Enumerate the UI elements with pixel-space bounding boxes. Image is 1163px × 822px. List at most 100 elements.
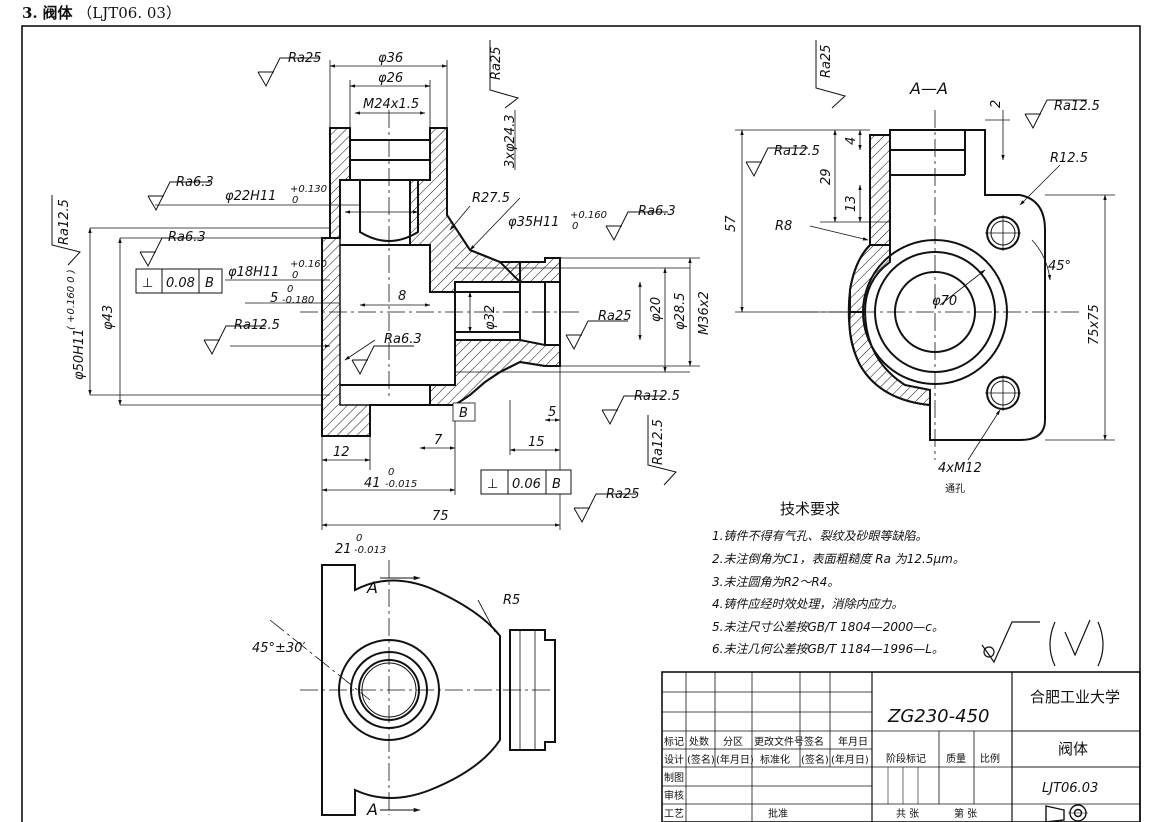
front-view	[300, 110, 580, 437]
tol2-datum: B	[552, 477, 561, 492]
tb-r1-c1: 标记	[664, 736, 684, 748]
dim-d43: φ43	[101, 305, 116, 330]
dim-m36: M36x2	[697, 291, 712, 335]
title-block	[661, 671, 1141, 822]
heading-code: （LJT06. 03）	[77, 4, 181, 22]
dim-d35-tol-up: +0.160	[570, 210, 607, 221]
dim-l75: 75	[432, 509, 449, 524]
tolerance-frame-2: ⊥ 0.06 B	[480, 469, 572, 495]
dim-d22-tol-up: +0.130	[290, 184, 327, 195]
tech-note-2: 2.未注倒角为C1，表面粗糙度 Ra 为12.5μm。	[712, 552, 965, 566]
tb-r5: 工艺	[664, 808, 684, 820]
tb-r1-c4: 更改文件号	[754, 735, 804, 748]
section-marker-top: A	[366, 578, 378, 597]
dim-d18-tol-lo: 0	[292, 270, 298, 281]
tb-stage: 阶段标记	[886, 752, 926, 765]
dim-two: 2	[989, 100, 1004, 108]
tb-r2-c3: (年月日)	[716, 753, 754, 766]
dim-five-tol-lo: -0.180	[282, 295, 314, 306]
dim-d18: φ18H11	[228, 265, 279, 280]
tol2-symbol: ⊥	[487, 477, 498, 492]
drawing-heading: 3. 阀体 （LJT06. 03）	[22, 2, 181, 23]
tb-scale: 比例	[980, 752, 1000, 765]
tech-note-6: 6.未注几何公差按GB/T 1184—1996—L。	[712, 642, 944, 656]
dim-d32: φ32	[483, 305, 498, 330]
section-title: A—A	[909, 79, 948, 98]
dim-d35-tol-lo: 0	[572, 221, 578, 232]
tb-part-name: 阀体	[1058, 740, 1088, 758]
tech-note-1: 1.铸件不得有气孔、裂纹及砂眼等缺陷。	[712, 529, 927, 543]
tb-r2-c1: 设计	[664, 753, 684, 766]
ra-125-vertical-bottom: Ra12.5	[651, 419, 666, 465]
top-view	[269, 560, 556, 816]
dim-r5: R5	[503, 593, 520, 608]
dim-45deg: 45°	[1048, 259, 1071, 274]
tolerance-frame-1: ⊥ 0.08 B	[135, 268, 223, 294]
tb-material: ZG230-450	[887, 706, 990, 727]
tb-r1-c2: 处数	[689, 735, 709, 748]
dim-four: 4	[844, 137, 859, 145]
tb-r3: 制图	[664, 771, 684, 784]
dim-l41-tol-lo: -0.015	[385, 479, 417, 490]
tech-notes: 1.铸件不得有气孔、裂纹及砂眼等缺陷。 2.未注倒角为C1，表面粗糙度 Ra 为…	[712, 529, 965, 656]
tech-title: 技术要求	[780, 500, 840, 518]
tol1-datum: B	[205, 276, 214, 291]
dim-d36: φ36	[378, 51, 403, 66]
tb-sheets: 共 张	[896, 808, 919, 820]
drawing-frame	[21, 25, 1141, 822]
ra-125-vertical-left: Ra12.5	[57, 199, 72, 245]
dim-r8: R8	[775, 219, 792, 234]
tb-r1-c3: 分区	[723, 736, 743, 748]
tech-note-5: 5.未注尺寸公差按GB/T 1804—2000—c。	[712, 620, 944, 634]
dim-57: 57	[724, 215, 739, 232]
tb-r1-c6: 年月日	[838, 735, 868, 748]
dim-through: 通孔	[945, 483, 965, 495]
ra-125-section-left: Ra12.5	[774, 144, 820, 159]
tb-school: 合肥工业大学	[1030, 688, 1120, 706]
tol2-value: 0.06	[512, 477, 541, 492]
tol1-value: 0.08	[166, 276, 195, 291]
dim-4xm12: 4xM12	[938, 461, 982, 476]
ra-125-section-top: Ra12.5	[1054, 99, 1100, 114]
title-block-text: ZG230-450 合肥工业大学 阀体 LJT06.03 标记 处数 分区 更改…	[664, 688, 1120, 820]
dim-l21: 21	[335, 542, 352, 557]
tech-note-3: 3.未注圆角为R2～R4。	[712, 575, 839, 589]
section-dimension-labels: 2 4 29 13 57 R8 R12.5 45° φ70 75x75 4xM1…	[724, 40, 1102, 495]
tb-r1-c5: 签名	[804, 735, 824, 748]
dim-r125: R12.5	[1050, 151, 1088, 166]
dim-fifteen: 15	[528, 435, 545, 450]
front-dimension-lines	[88, 60, 700, 530]
section-view	[800, 110, 1080, 460]
roughness-symbols: Ra25 Ra6.3 Ra6.3 Ra12.5 Ra6.3 Ra6.3 Ra25…	[51, 40, 680, 523]
dim-five-tol-up: 0	[287, 284, 293, 295]
dim-3xd24: 3xφ24.3	[503, 115, 518, 169]
projection-symbol-icon	[1045, 804, 1088, 822]
dim-l21-tol-up: 0	[356, 533, 362, 544]
tb-r4: 审核	[664, 789, 684, 802]
dim-m24: M24x1.5	[363, 97, 419, 112]
datum-b-front: B	[452, 402, 476, 422]
heading-number: 3.	[22, 4, 38, 22]
dim-five: 5	[270, 291, 278, 306]
dim-r27: R27.5	[472, 191, 510, 206]
dim-d18-tol-up: +0.160	[290, 259, 327, 270]
dim-eight: 8	[398, 289, 406, 304]
dim-29: 29	[819, 168, 834, 185]
ra-25-vertical-top: Ra25	[489, 46, 504, 80]
section-dimension-lines	[735, 110, 1115, 461]
dim-d22-tol-lo: 0	[292, 195, 298, 206]
ra-25-section-vertical: Ra25	[819, 44, 834, 78]
tb-r2-c6: (年月日)	[831, 753, 869, 766]
dim-d22: φ22H11	[225, 189, 276, 204]
front-dimension-labels: φ36 φ26 M24x1.5 3xφ24.3 φ22H11 +0.130 0 …	[66, 51, 712, 656]
general-roughness-symbol	[981, 619, 1104, 667]
dim-d50: φ50H11	[72, 329, 87, 380]
ra-125-left: Ra12.5	[234, 318, 280, 333]
heading-name: 阀体	[42, 4, 73, 22]
tol1-symbol: ⊥	[142, 276, 153, 291]
dim-d50-tol: ( +0.160 0 )	[66, 269, 77, 330]
dim-d28: φ28.5	[673, 292, 688, 330]
datum-b-label: B	[459, 406, 468, 421]
tb-r2-c2: (签名)	[687, 753, 715, 766]
